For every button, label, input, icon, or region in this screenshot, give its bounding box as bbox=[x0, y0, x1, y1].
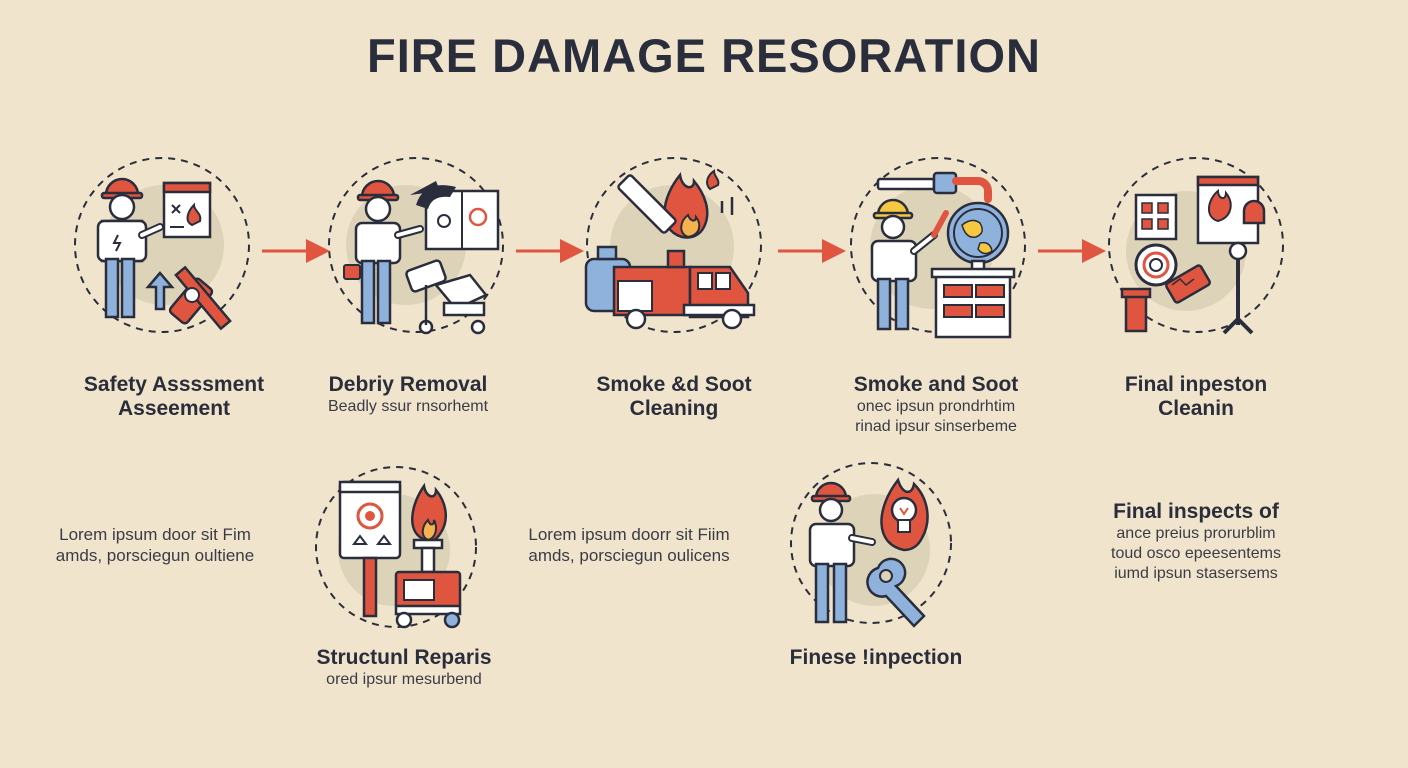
arrow-right-icon bbox=[262, 239, 330, 263]
side-note-3-title: Final inspects of bbox=[1113, 500, 1279, 523]
worker-globe-icon bbox=[850, 157, 1026, 339]
step-7-title: Finese !inpection bbox=[789, 646, 963, 669]
side-note-1-line-2: amds, porsciegun oultiene bbox=[55, 546, 255, 565]
side-note-1-line-1: Lorem ipsum door sit Fim bbox=[59, 525, 251, 544]
step-4-title: Smoke and Soot bbox=[853, 373, 1019, 396]
step-2-caption: Debriy Removal Beadly ssur rnsorhemt bbox=[288, 373, 528, 417]
step-7-caption: Finese !inpection bbox=[752, 646, 1000, 670]
step-2-title: Debriy Removal bbox=[328, 373, 488, 396]
lightbulb-inspection-icon bbox=[790, 462, 952, 628]
side-note-2: Lorem ipsum doorr sit Fiim amds, porscie… bbox=[504, 524, 754, 566]
flow-arrow-2 bbox=[516, 238, 586, 264]
step-5-title-line-2: Cleanin bbox=[1158, 397, 1234, 420]
step-1-title-line-2: Asseement bbox=[117, 397, 231, 420]
side-note-2-line-1: Lorem ipsum doorr sit Fiim bbox=[528, 525, 730, 544]
side-note-3: Final inspects of ance preius prorurblim… bbox=[1082, 500, 1310, 584]
step-6-subtitle: ored ipsur mesurbend bbox=[326, 671, 482, 688]
step-6-caption: Structunl Reparis ored ipsur mesurbend bbox=[276, 646, 532, 690]
step-6-badge bbox=[306, 462, 486, 632]
step-4-subtitle-line-2: rinad ipsur sinserbeme bbox=[855, 418, 1017, 435]
page-title: FIRE DAMAGE RESORATION bbox=[367, 29, 1041, 82]
step-3-caption: Smoke &d Soot Cleaning bbox=[556, 373, 792, 421]
step-2-badge bbox=[326, 155, 506, 335]
step-5-title-line-1: Final inpeston bbox=[1124, 373, 1268, 396]
step-2-subtitle: Beadly ssur rnsorhemt bbox=[327, 398, 489, 415]
step-3-title-line-1: Smoke &d Soot bbox=[596, 373, 752, 396]
step-4-badge bbox=[848, 155, 1028, 339]
step-4-caption: Smoke and Soot onec ipsun prondrhtim rin… bbox=[812, 373, 1060, 437]
step-5-badge bbox=[1106, 155, 1286, 335]
side-note-3-line-1: ance preius prorurblim bbox=[1116, 525, 1276, 542]
inspection-board-icon bbox=[1108, 157, 1284, 335]
step-3-title-line-2: Cleaning bbox=[629, 397, 719, 420]
side-note-3-line-3: iumd ipsun stasersems bbox=[1114, 565, 1278, 582]
debris-cart-icon bbox=[328, 157, 504, 335]
arrow-right-icon bbox=[1038, 239, 1106, 263]
step-4-subtitle-line-1: onec ipsun prondrhtim bbox=[856, 398, 1016, 415]
step-5-caption: Final inpeston Cleanin bbox=[1082, 373, 1310, 421]
step-3-badge bbox=[584, 155, 764, 335]
step-1-badge bbox=[72, 155, 252, 335]
flow-arrow-4 bbox=[1038, 238, 1108, 264]
side-note-1: Lorem ipsum door sit Fim amds, porsciegu… bbox=[30, 524, 280, 566]
side-note-3-line-2: toud osco epeesentems bbox=[1111, 545, 1281, 562]
side-note-2-line-2: amds, porsciegun oulicens bbox=[528, 546, 730, 565]
step-7-badge bbox=[786, 458, 956, 628]
worker-checklist-icon bbox=[74, 157, 250, 333]
fire-truck-icon bbox=[584, 157, 762, 333]
flow-arrow-1 bbox=[262, 238, 332, 264]
flow-arrow-3 bbox=[778, 238, 848, 264]
arrow-right-icon bbox=[516, 239, 584, 263]
step-1-title-line-1: Safety Assssment bbox=[83, 373, 265, 396]
repair-sign-icon bbox=[315, 466, 477, 629]
step-1-caption: Safety Assssment Asseement bbox=[48, 373, 300, 421]
step-6-title: Structunl Reparis bbox=[316, 646, 492, 669]
arrow-right-icon bbox=[778, 239, 846, 263]
